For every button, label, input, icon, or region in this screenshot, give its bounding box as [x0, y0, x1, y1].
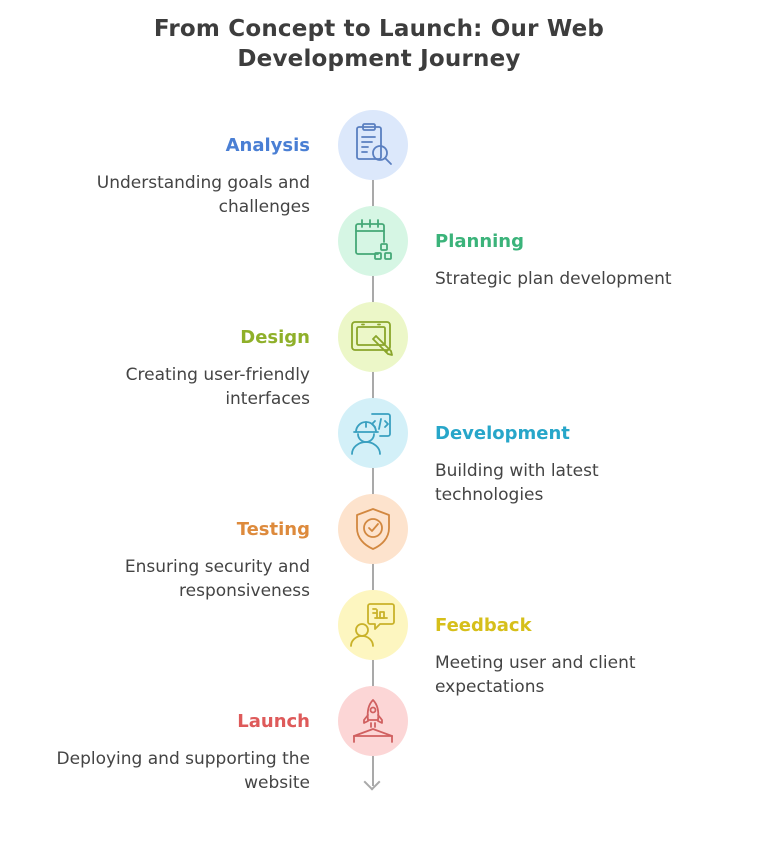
step-title-planning: Planning [435, 231, 525, 252]
step-circle-launch [338, 686, 408, 756]
step-title-launch: Launch [237, 711, 310, 732]
diagram-title: From Concept to Launch: Our Web Developm… [79, 14, 679, 74]
step-desc-line: Building with latest [435, 461, 599, 481]
rocket-launch-icon [353, 699, 393, 743]
step-desc-design: Creating user-friendly interfaces [126, 363, 310, 411]
step-desc-line: interfaces [225, 389, 310, 409]
step-desc-testing: Ensuring security and responsiveness [125, 555, 310, 603]
developer-code-icon [351, 413, 391, 455]
step-circle-design [338, 302, 408, 372]
step-desc-line: challenges [218, 197, 310, 217]
step-desc-planning: Strategic plan development [435, 267, 672, 291]
step-desc-line: technologies [435, 485, 544, 505]
timeline-spine [372, 150, 374, 786]
shield-check-icon [356, 508, 390, 550]
timeline-arrow-head [363, 773, 381, 791]
step-desc-feedback: Meeting user and client expectations [435, 651, 636, 699]
step-circle-testing [338, 494, 408, 564]
step-title-development: Development [435, 423, 570, 444]
step-desc-line: Creating user-friendly [125, 365, 310, 385]
step-desc-launch: Deploying and supporting the website [57, 747, 310, 795]
user-feedback-icon [350, 603, 395, 647]
step-circle-analysis [338, 110, 408, 180]
step-title-testing: Testing [236, 519, 310, 540]
step-desc-line: Understanding goals and [96, 173, 310, 193]
step-desc-line: Strategic plan development [435, 269, 672, 289]
step-desc-line: Ensuring security and [124, 557, 310, 577]
step-desc-line: expectations [435, 677, 545, 697]
step-desc-analysis: Understanding goals and challenges [97, 171, 310, 219]
step-circle-development [338, 398, 408, 468]
step-desc-line: Deploying and supporting the [56, 749, 310, 769]
title-line-2: Development Journey [237, 46, 521, 72]
calendar-blocks-icon [355, 219, 392, 260]
step-title-analysis: Analysis [225, 135, 310, 156]
step-circle-feedback [338, 590, 408, 660]
step-desc-development: Building with latest technologies [435, 459, 599, 507]
step-desc-line: responsiveness [179, 581, 310, 601]
drawing-tablet-icon [351, 321, 393, 356]
clipboard-search-icon [356, 123, 392, 165]
step-title-design: Design [240, 327, 310, 348]
step-title-feedback: Feedback [435, 615, 532, 636]
step-circle-planning [338, 206, 408, 276]
step-desc-line: website [244, 773, 310, 793]
title-line-1: From Concept to Launch: Our Web [153, 16, 605, 42]
step-desc-line: Meeting user and client [435, 653, 636, 673]
